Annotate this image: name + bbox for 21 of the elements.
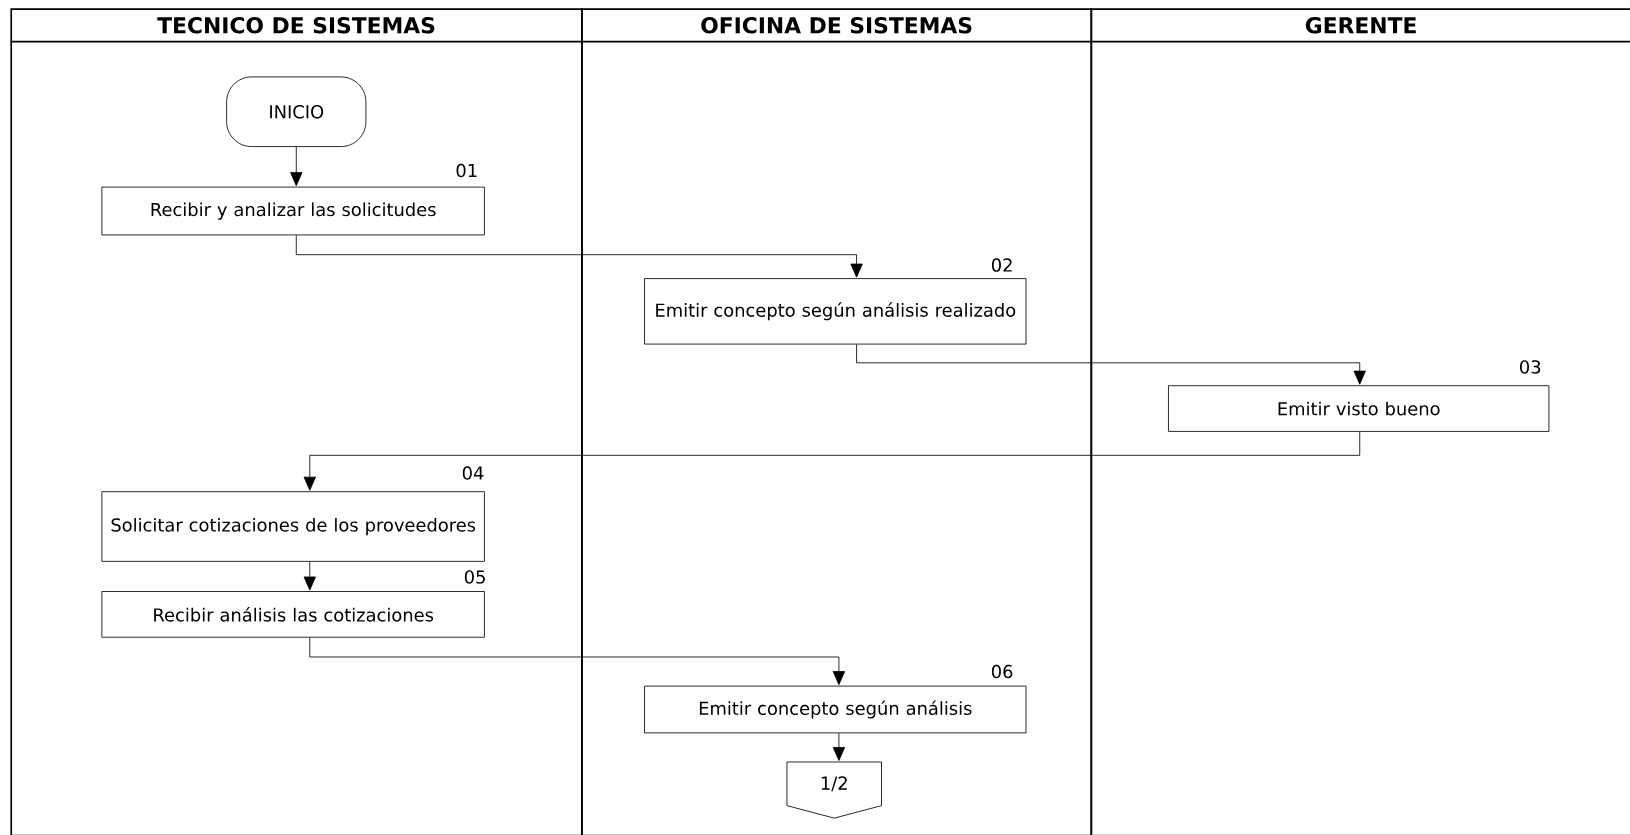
- step-number: 02: [991, 258, 1012, 272]
- terminal: INICIO: [226, 76, 367, 148]
- step-number: 06: [991, 664, 1013, 679]
- connector-arrow: [309, 637, 846, 686]
- step-number: 03: [1520, 360, 1541, 374]
- connector-arrow: [303, 431, 1361, 491]
- process-box: Emitir concepto según análisis: [644, 685, 1027, 734]
- off-page-connector: 1/2: [786, 761, 882, 819]
- connector-arrow: [856, 344, 1366, 385]
- step-number: 01: [456, 163, 477, 178]
- connector-arrow: [832, 733, 846, 762]
- step-number: 05: [464, 570, 485, 584]
- connector-arrow: [290, 146, 303, 187]
- process-box: Solicitar cotizaciones de los proveedores: [101, 491, 485, 562]
- connector-arrow: [303, 561, 316, 591]
- process-box: Recibir análisis las cotizaciones: [101, 591, 485, 638]
- step-number: 04: [462, 466, 484, 480]
- process-box: Recibir y analizar las solicitudes: [101, 186, 485, 236]
- process-box: Emitir concepto según análisis realizado: [644, 278, 1027, 345]
- process-box: Emitir visto bueno: [1168, 385, 1550, 432]
- connector-arrow: [295, 235, 863, 278]
